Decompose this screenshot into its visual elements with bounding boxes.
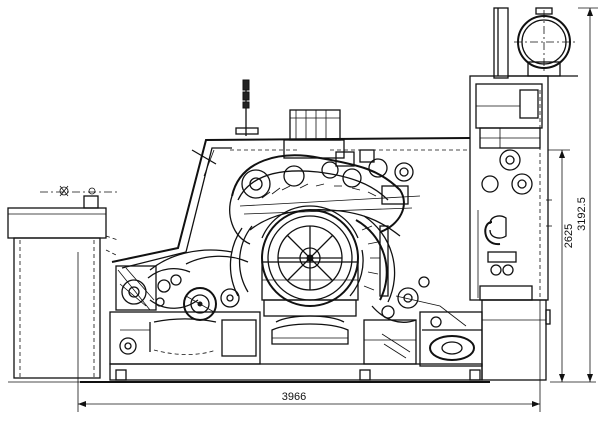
dimension-lines — [77, 7, 598, 412]
top-can-drum — [493, 7, 578, 79]
right-tower — [469, 75, 552, 301]
right-base — [481, 299, 551, 381]
total-height-dimension-label: 3192.5 — [576, 197, 588, 231]
carding-head — [229, 149, 421, 245]
dimension-labels: 3966 2625 3192.5 — [282, 197, 588, 403]
lower-duct — [263, 299, 357, 345]
main-cylinder — [261, 205, 364, 307]
width-dimension-label: 3966 — [282, 391, 306, 403]
licker-in-unit — [115, 249, 249, 311]
indicator-lamp — [235, 79, 259, 136]
machine-base — [8, 363, 490, 383]
coiler-drive — [363, 276, 483, 367]
top-fan-housing — [283, 109, 345, 159]
revolving-flats — [261, 183, 377, 199]
lower-left-frame — [109, 311, 261, 365]
feed-hopper — [7, 185, 120, 379]
upper-hood — [111, 137, 471, 269]
inner-height-dimension-label: 2625 — [563, 224, 575, 248]
